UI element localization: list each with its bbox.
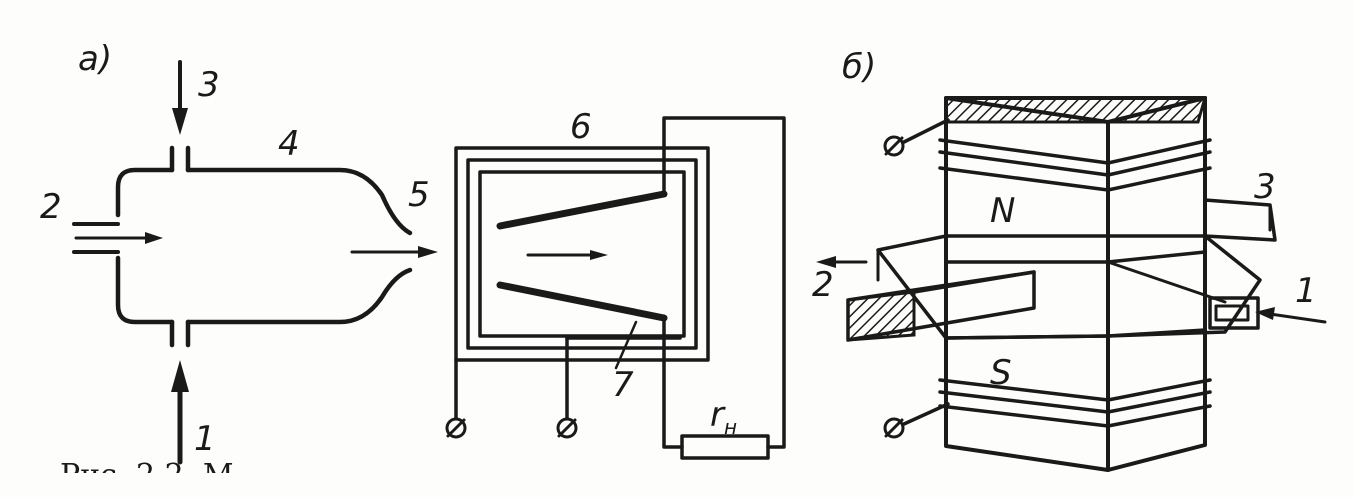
label-5: 5 — [408, 175, 430, 215]
terminal-icon — [883, 417, 905, 439]
south-pole-label: S — [990, 353, 1012, 393]
arrow-left-icon — [1255, 307, 1275, 320]
magnet-block — [938, 96, 1212, 472]
label-2-a: 2 — [40, 187, 62, 227]
label-2-b: 2 — [812, 265, 834, 305]
coil-terminals — [883, 118, 950, 439]
arrow-right-icon — [418, 246, 438, 258]
flow-arrows-b — [816, 256, 1327, 324]
label-4: 4 — [278, 124, 300, 164]
electrodes — [496, 190, 668, 322]
arrow-down-icon — [172, 108, 188, 135]
arrow-left-icon — [816, 256, 836, 268]
panel-a-tag: а) — [78, 39, 112, 79]
panel-b-tag: б) — [842, 47, 876, 87]
terminal-icon — [883, 135, 905, 157]
label-6: 6 — [570, 107, 592, 147]
figure-caption: Рис. 2.2. М — [60, 458, 234, 493]
flow-arrows-a — [74, 60, 438, 465]
label-3-b: 3 — [1254, 167, 1276, 207]
terminal-icon — [445, 417, 467, 439]
terminal-icon — [556, 417, 578, 439]
north-pole-label: N — [990, 191, 1015, 231]
flow-channel — [846, 198, 1277, 342]
label-1-a: 1 — [194, 419, 216, 459]
label-3-a: 3 — [198, 65, 220, 105]
load-circuit — [662, 116, 786, 460]
load-resistor-label: rн — [710, 395, 737, 439]
arrow-right-icon — [590, 250, 608, 260]
magnet-windings — [445, 146, 710, 439]
load-resistor — [680, 434, 770, 460]
combustion-chamber — [72, 145, 413, 348]
arrow-right-icon — [145, 232, 163, 244]
arrow-up-icon — [171, 360, 189, 392]
label-7: 7 — [612, 365, 634, 405]
label-1-b: 1 — [1295, 271, 1317, 311]
